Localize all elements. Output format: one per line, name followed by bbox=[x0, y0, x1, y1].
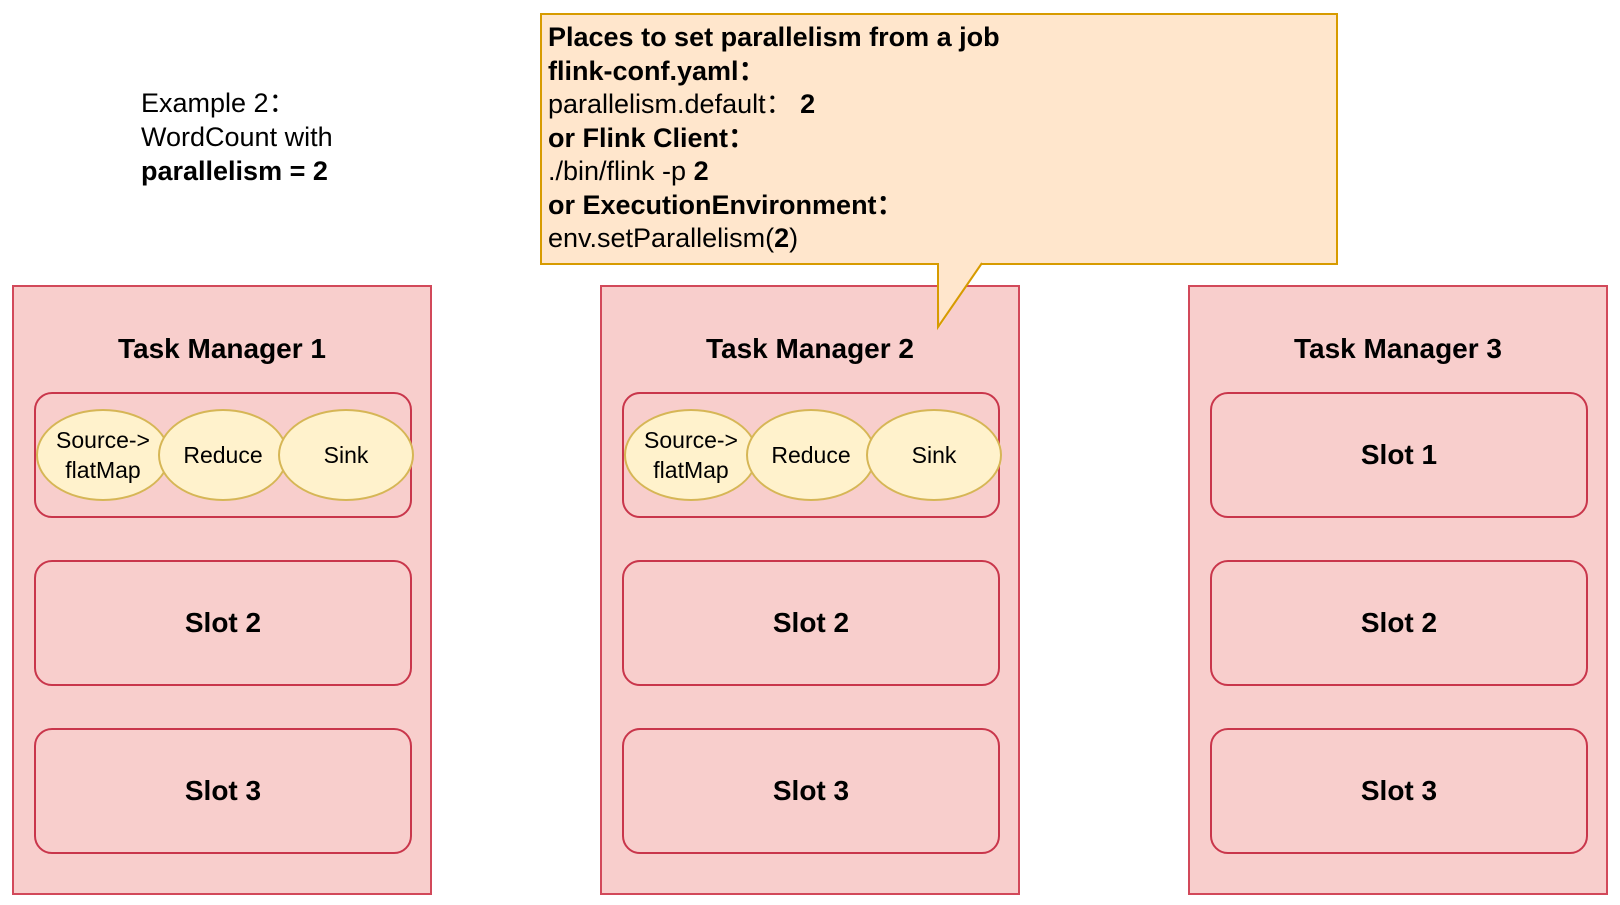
task-manager-title: Task Manager 3 bbox=[1293, 333, 1503, 364]
caption-line-2: WordCount with bbox=[141, 122, 333, 152]
slot-2: Slot 2 bbox=[1210, 560, 1588, 686]
callout-conf-line: parallelism.default： 2 bbox=[548, 89, 816, 119]
callout-client-title: or Flink Client： bbox=[548, 122, 756, 153]
operator-reduce: Reduce bbox=[746, 409, 876, 501]
slot-3: Slot 3 bbox=[622, 728, 1000, 854]
slot-1: Source-> flatMap Reduce Sink bbox=[622, 392, 1002, 518]
operator-sink: Sink bbox=[278, 409, 414, 501]
slot-label: Slot 2 bbox=[184, 607, 262, 638]
slot-label: Slot 2 bbox=[772, 607, 850, 638]
slot-2: Slot 2 bbox=[34, 560, 412, 686]
task-manager-3: Task Manager 3 Slot 1 Slot 2 Slot 3 bbox=[1188, 285, 1608, 895]
slot-1: Source-> flatMap Reduce Sink bbox=[34, 392, 414, 518]
slot-1: Slot 1 bbox=[1210, 392, 1588, 518]
callout-env-title: or ExecutionEnvironment： bbox=[548, 189, 904, 220]
diagram-caption: Example 2： WordCount with parallelism = … bbox=[141, 86, 333, 188]
slot-3: Slot 3 bbox=[1210, 728, 1588, 854]
slot-3: Slot 3 bbox=[34, 728, 412, 854]
task-manager-title: Task Manager 1 bbox=[117, 333, 327, 364]
operator-sink: Sink bbox=[866, 409, 1002, 501]
caption-line-3: parallelism = 2 bbox=[141, 156, 328, 186]
callout-env-line: env.setParallelism(2) bbox=[548, 223, 799, 253]
operator-reduce: Reduce bbox=[158, 409, 288, 501]
slot-label: Slot 1 bbox=[1360, 439, 1438, 470]
operator-source-flatmap: Source-> flatMap bbox=[36, 409, 170, 501]
slot-label: Slot 2 bbox=[1360, 607, 1438, 638]
callout-conf-file: flink-conf.yaml： bbox=[548, 55, 766, 86]
slot-2: Slot 2 bbox=[622, 560, 1000, 686]
operator-source-flatmap: Source-> flatMap bbox=[624, 409, 758, 501]
task-manager-2: Task Manager 2 Source-> flatMap Reduce S… bbox=[600, 285, 1020, 895]
slot-label: Slot 3 bbox=[1360, 775, 1438, 806]
parallelism-callout: Places to set parallelism from a job fli… bbox=[540, 13, 1338, 265]
slot-label: Slot 3 bbox=[772, 775, 850, 806]
slot-label: Slot 3 bbox=[184, 775, 262, 806]
caption-line-1: Example 2： bbox=[141, 88, 296, 118]
task-manager-1: Task Manager 1 Source-> flatMap Reduce S… bbox=[12, 285, 432, 895]
callout-title: Places to set parallelism from a job bbox=[548, 22, 1000, 52]
task-manager-title: Task Manager 2 bbox=[705, 333, 915, 364]
callout-client-line: ./bin/flink -p 2 bbox=[548, 156, 709, 186]
